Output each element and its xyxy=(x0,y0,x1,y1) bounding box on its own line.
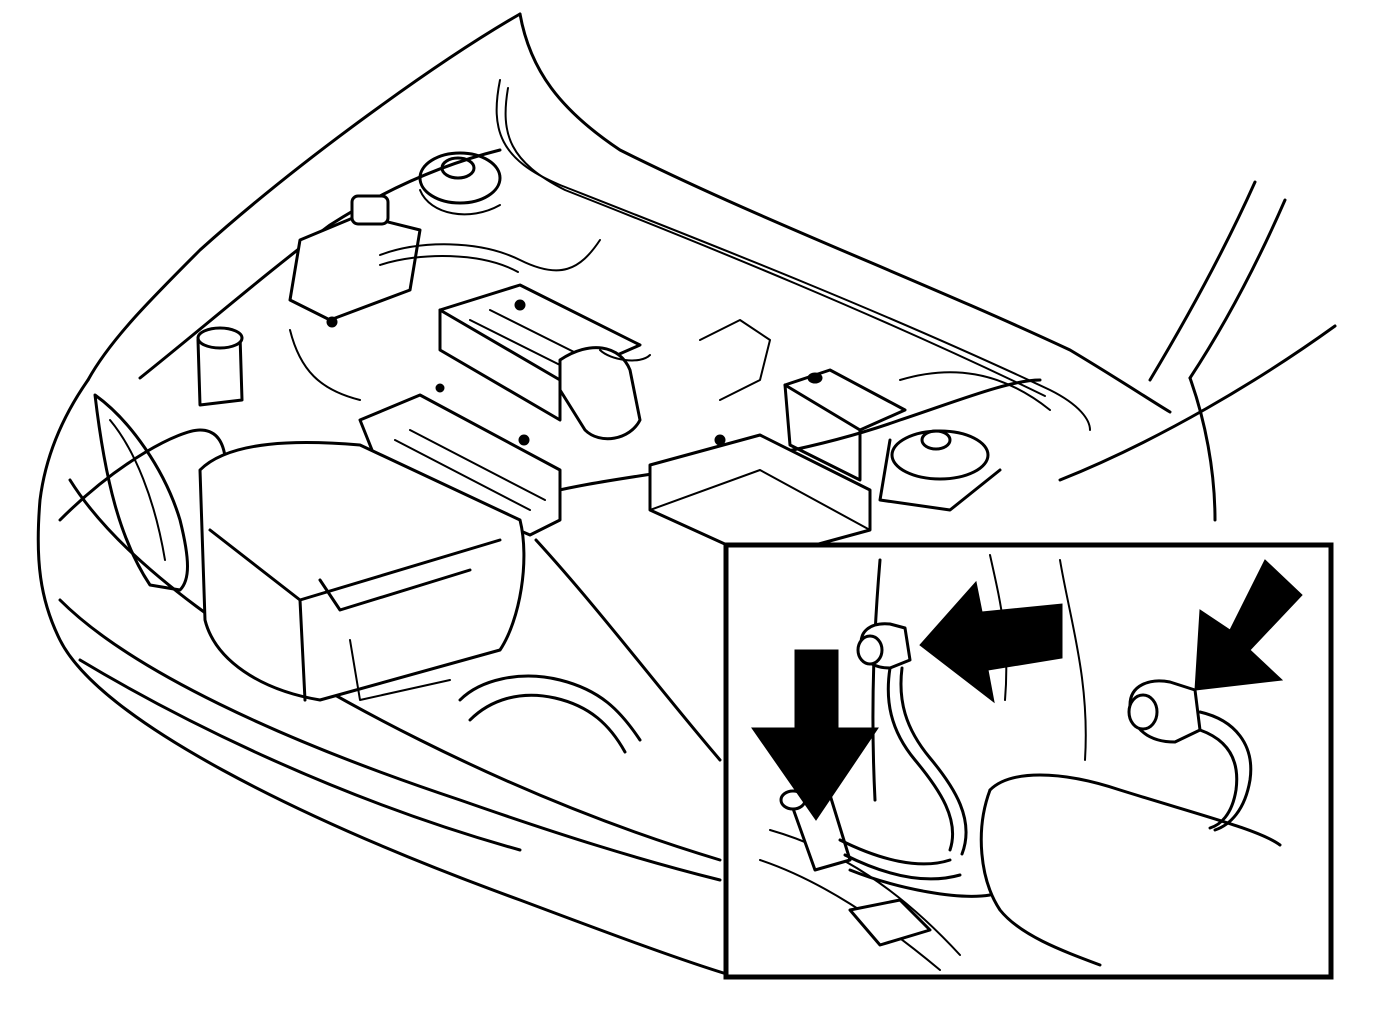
bumper-crease-3 xyxy=(78,658,522,852)
connector-cable-b xyxy=(843,853,962,881)
loom-5 xyxy=(899,371,1051,411)
air-box-body xyxy=(198,441,526,702)
coolant-reservoir xyxy=(288,194,422,322)
valve-cover-side xyxy=(438,308,562,422)
battery-edge xyxy=(649,469,871,531)
strut-top-right xyxy=(890,429,990,481)
bolt xyxy=(326,316,338,328)
fuse-box-top xyxy=(783,368,907,432)
windshield-pillar xyxy=(1058,180,1337,522)
intake-hose-body xyxy=(558,346,642,441)
strut-ring-left xyxy=(419,189,501,216)
sensor-cable-upper-b xyxy=(899,666,968,856)
callout-line xyxy=(534,538,722,762)
strut-top-left xyxy=(418,151,502,205)
radiator-hose xyxy=(458,674,642,754)
air-box-lower xyxy=(349,639,451,701)
hose-upper xyxy=(458,674,642,742)
headlamp-inner xyxy=(109,419,166,561)
detail-bolts xyxy=(326,299,726,446)
a-pillar-right xyxy=(1188,198,1287,380)
washer-fluid-cap xyxy=(196,326,244,407)
sensor-bolt-upper xyxy=(856,634,884,666)
hood-right-edge xyxy=(518,12,1172,414)
block-edge-3 xyxy=(1059,559,1087,761)
pillar-base xyxy=(1188,376,1217,522)
bay-front-edge xyxy=(518,378,1042,502)
fuse-box xyxy=(783,368,907,482)
connector-cable-a xyxy=(838,838,952,866)
air-box-lid-line xyxy=(298,538,502,602)
hose-lower xyxy=(468,693,627,754)
loom-4 xyxy=(699,319,771,401)
strut-tower-left xyxy=(418,151,502,216)
rail-1 xyxy=(759,859,941,971)
air-filter-housing xyxy=(198,441,526,702)
knock-sensor-right xyxy=(1127,679,1253,832)
fuse-box-bolt xyxy=(807,372,823,384)
sensor-bolt-right xyxy=(1127,693,1159,731)
washer-cap xyxy=(196,326,244,350)
arrow-diagonal-icon xyxy=(1194,559,1303,691)
arrow-left-icon xyxy=(919,580,1063,704)
sensor-cable-right-b xyxy=(1198,728,1239,830)
oil-pan-side xyxy=(979,788,1102,967)
reservoir-body xyxy=(288,213,422,322)
wiper-line xyxy=(1058,324,1337,482)
bolt xyxy=(514,299,526,311)
air-box-clip xyxy=(318,568,472,612)
hood-left-edge xyxy=(86,12,522,382)
intake-hose-clamp xyxy=(599,349,651,362)
sensor-cable-upper-a xyxy=(886,666,955,852)
bolt xyxy=(518,434,530,446)
connector-cable-c xyxy=(848,868,992,898)
arrow-down-icon xyxy=(751,649,879,821)
intake-hose xyxy=(558,346,651,441)
loom-1 xyxy=(379,239,601,272)
manifold-ribs xyxy=(394,429,546,511)
sensor-cable-right-a xyxy=(1198,710,1253,832)
wiring-loom xyxy=(289,239,1051,411)
strut-nut-right xyxy=(920,429,952,451)
strut-nut-left xyxy=(440,156,476,180)
engine-bay-outline xyxy=(138,148,1042,502)
headlamp xyxy=(93,393,189,592)
bay-left-wall xyxy=(138,148,502,380)
bolt xyxy=(435,383,445,393)
bumper-outer xyxy=(36,378,732,977)
strut-tower-right xyxy=(878,429,1002,512)
bolt xyxy=(714,434,726,446)
inset-detail xyxy=(723,542,1334,980)
a-pillar-left xyxy=(1148,180,1257,382)
battery xyxy=(648,433,872,562)
pointer-arrows xyxy=(751,559,1303,821)
loom-3 xyxy=(289,329,361,401)
knock-sensor-upper xyxy=(856,622,968,856)
rail-clip xyxy=(848,898,932,947)
bumper-crease-2 xyxy=(58,598,722,882)
fuse-box-side xyxy=(783,383,862,482)
oil-pan-top xyxy=(988,773,1282,847)
hood-inner-crease xyxy=(495,79,1091,431)
reservoir-cap xyxy=(350,194,390,226)
strut-mount-right xyxy=(878,438,1002,512)
hood-inner-crease-2 xyxy=(504,87,1046,397)
loom-2 xyxy=(379,254,519,273)
open-hood xyxy=(86,12,1172,431)
headlamp-lens xyxy=(93,393,189,592)
